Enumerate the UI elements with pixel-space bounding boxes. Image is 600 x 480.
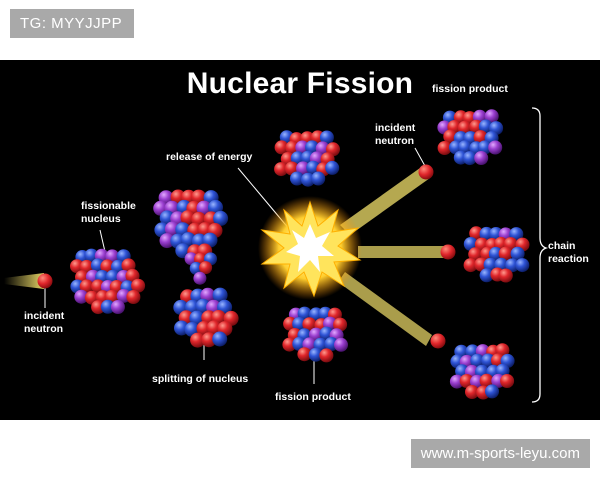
nucleon: [79, 279, 94, 294]
nucleon: [468, 247, 483, 262]
nucleon: [126, 290, 141, 304]
nucleon: [184, 252, 198, 266]
nucleon: [470, 353, 485, 368]
nucleon: [479, 268, 494, 283]
nucleon: [212, 287, 228, 303]
nucleon: [297, 347, 312, 362]
watermark-site: www.m-sports-leyu.com: [410, 439, 590, 468]
splitting-nucleus-neck: [184, 252, 217, 285]
nucleon: [488, 140, 503, 155]
label-release-of-energy: release of energy: [166, 151, 253, 163]
label-fission-product-top: fission product: [432, 83, 508, 95]
nucleon: [333, 317, 348, 332]
nucleon: [462, 151, 477, 166]
chain-product-3: [449, 343, 515, 400]
nucleon: [121, 258, 136, 273]
released-neutron-3: [430, 333, 446, 349]
nucleon: [334, 337, 348, 352]
fissionable-nucleus: [70, 248, 146, 315]
nucleon: [297, 306, 312, 321]
nucleon: [213, 210, 229, 226]
fission-product-bottom: [282, 306, 348, 363]
nucleon: [319, 348, 334, 363]
nucleon: [319, 130, 334, 145]
label-incident-neutron-right: incident neutron: [375, 122, 416, 147]
nucleon: [505, 258, 520, 273]
nucleon: [292, 317, 307, 331]
nucleon: [498, 246, 513, 261]
released-neutron-2: [440, 244, 456, 260]
nucleon: [180, 232, 196, 248]
label-fissionable-nucleus: fissionable nucleus: [81, 200, 136, 225]
nucleon: [212, 331, 228, 347]
nucleon: [199, 261, 213, 275]
nuclei-layer: [70, 109, 530, 400]
nucleon: [193, 271, 207, 285]
nucleon: [465, 385, 479, 399]
nucleon: [477, 140, 492, 155]
energy-burst: [258, 196, 362, 300]
nuclear-fission-diagram: Nuclear Fission incident neutron fission…: [0, 60, 600, 420]
label-chain-reaction: chain reaction: [548, 240, 589, 265]
nucleon: [474, 151, 489, 165]
nucleon: [159, 233, 175, 249]
nucleon: [285, 140, 300, 155]
nucleon: [196, 200, 212, 216]
chain-product-2: [463, 226, 530, 283]
label-fission-product-bottom: fission product: [275, 391, 351, 403]
nucleon: [484, 109, 499, 124]
nucleon: [443, 129, 458, 144]
diagram-title: Nuclear Fission: [186, 67, 414, 100]
nucleon: [459, 374, 474, 388]
nucleon: [437, 141, 452, 155]
nucleon: [274, 140, 289, 155]
released-neutron-1: [418, 164, 434, 180]
nucleon: [110, 300, 125, 314]
nucleon: [190, 332, 206, 348]
neutron-trails: [4, 168, 446, 346]
nucleon: [325, 160, 340, 175]
nucleon: [500, 374, 515, 388]
fission-product-top: [274, 130, 340, 187]
chain-product-1: [437, 109, 504, 166]
nucleon: [510, 246, 525, 261]
nucleon: [469, 226, 484, 241]
nucleon: [479, 373, 494, 388]
nucleon: [463, 258, 478, 273]
nucleon: [481, 353, 496, 368]
nucleon: [498, 268, 513, 283]
incident-neutron-left: [37, 273, 53, 289]
nucleon: [131, 278, 146, 293]
nucleon: [515, 258, 530, 273]
nucleon: [74, 289, 89, 304]
nucleon: [488, 246, 503, 261]
nucleon: [100, 299, 115, 314]
nucleon: [100, 259, 115, 274]
nucleon: [274, 162, 289, 177]
nucleon: [483, 257, 498, 272]
nucleon: [485, 384, 499, 399]
neutrons-layer: [37, 164, 456, 349]
diagram-art: [4, 107, 549, 403]
watermark-tag: TG: MYYJJPP: [10, 9, 135, 38]
label-incident-neutron-left: incident neutron: [24, 310, 65, 335]
nucleon: [311, 171, 326, 186]
splitting-nucleus-lower: [173, 287, 239, 348]
nucleon: [301, 172, 315, 187]
nucleon: [308, 347, 323, 362]
nucleon: [478, 119, 493, 134]
label-splitting-of-nucleus: splitting of nucleus: [152, 373, 249, 385]
nucleon: [189, 261, 203, 275]
nucleon: [206, 320, 222, 336]
nucleon: [201, 332, 217, 348]
splitting-nucleus-upper: [153, 189, 229, 260]
nucleon: [302, 317, 317, 332]
nucleon: [290, 171, 304, 186]
chain-reaction-bracket: [531, 107, 549, 403]
nucleon: [296, 161, 310, 176]
